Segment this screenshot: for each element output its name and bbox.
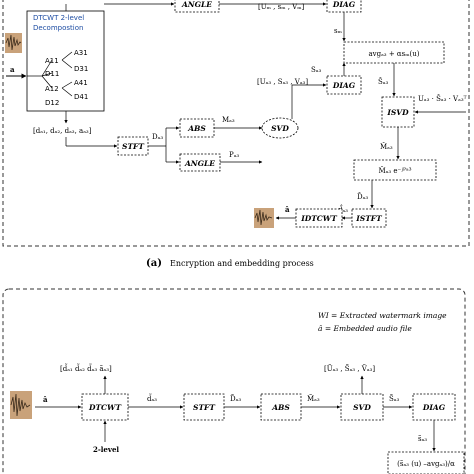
panel-a-border <box>2 0 470 247</box>
b-label-svd-out: [Ũₐ₃ , S̃ₐ₃ , Ṽₐ₃] <box>324 364 375 373</box>
b-label-M-tilde-a3: M̃ₐ₃ <box>307 395 320 403</box>
audio-waveform-icon-input <box>5 33 22 53</box>
b-diag-label: DIAG <box>422 403 446 412</box>
dtcwt-title: DTCWT 2-level <box>33 14 84 22</box>
label-s-a3-top: Sₐ₃ <box>311 66 321 74</box>
m-hat-exp-label: M̂ₐ₃ e⁻ʲᴾᵃ³ <box>378 167 411 175</box>
b-abs-label: ABS <box>271 403 290 412</box>
avg-formula-block <box>343 41 445 64</box>
input-label-a-hat: â <box>43 395 48 404</box>
diag-mid-block <box>326 75 362 95</box>
label-d-list: [dₐ₁, dₐ₂, dₐ₃, aₐ₃] <box>33 127 92 135</box>
b-label-D-tilde-a3: D̃ₐ₃ <box>230 395 241 403</box>
b-formula: (s̃ₐ₃ (u) –avgₐ₃)/α <box>397 459 455 468</box>
svd-label: SVD <box>271 124 289 133</box>
b-label-d-tilde-list: [d̃ₐ₁ d̃ₐ₂ d̃ₐ₃ ãₐ₃] <box>60 362 112 373</box>
b-dtcwt-label: DTCWT <box>88 403 122 412</box>
label-m-a3: Mₐ₃ <box>222 116 235 124</box>
panel-b: WI = Extracted watermark image â = Embed… <box>2 288 466 474</box>
b-stft-label: STFT <box>193 403 216 412</box>
tree-a11: A11 <box>45 57 59 65</box>
audio-waveform-icon-embedded <box>10 391 32 419</box>
b-label-d-tilde-a3: d̃ₐ₃ <box>147 392 157 403</box>
b-label-S-tilde: S̃ₐ₃ <box>389 395 399 403</box>
label-d-hat: d̂ₐ₃ <box>338 203 348 214</box>
decomposition-tree <box>27 51 73 97</box>
label-s-hat-a3: Ŝₐ₃ <box>378 77 388 86</box>
abs-label: ABS <box>187 124 206 133</box>
label-s-m: sₘ <box>334 27 343 35</box>
tree-a12: A12 <box>45 85 59 93</box>
label-m-hat: M̂ₐ₃ <box>380 143 393 151</box>
dtcwt-subtitle: Decompostion <box>33 24 83 32</box>
b-abs-block <box>260 393 302 421</box>
stft-label: STFT <box>122 142 145 151</box>
angle-bottom-block <box>179 153 221 172</box>
dtcwt-decomposition-box <box>26 10 105 112</box>
input-label-a: a <box>10 65 15 74</box>
label-usv-mid: [Uₐ₃ , Sₐ₃ , Vₐ₃] <box>257 78 308 86</box>
b-label-two-level: 2-level <box>93 445 119 454</box>
angle-top-label: ANGLE <box>181 0 212 9</box>
m-hat-exp-block <box>353 159 437 181</box>
audio-waveform-icon-output <box>254 208 274 228</box>
label-a-hat: â <box>285 205 290 214</box>
label-d-a3: Dₐ₃ <box>152 133 163 141</box>
b-formula-block <box>387 451 465 474</box>
istft-label: ISTFT <box>355 214 383 223</box>
label-p-a3: Pₐ₃ <box>229 151 239 159</box>
panel-a: a DTCWT 2-level Decompostion A11 D11 A12… <box>2 0 470 269</box>
panel-b-border <box>2 288 466 474</box>
caption-a-text: Encryption and embedding process <box>170 259 314 268</box>
tree-d11: D11 <box>45 70 59 78</box>
b-dtcwt-block <box>81 393 129 421</box>
tree-d31: D31 <box>74 65 88 73</box>
label-usv-top: [Uₘ , sₘ , Vₘ] <box>258 3 305 11</box>
tree-d12: D12 <box>45 99 59 107</box>
b-svd-label: SVD <box>353 403 371 412</box>
avg-formula: avgₐ₃ + αsₘ(u) <box>368 50 419 58</box>
caption-a-letter: (a) <box>146 258 162 269</box>
label-isvd-in: Uₐ₃ · Ŝₐ₃ · Vₐ₃ᵀ <box>418 94 467 103</box>
angle-bottom-label: ANGLE <box>184 159 215 168</box>
b-stft-block <box>183 393 225 421</box>
b-label-s-tilde: s̃ₐ₃ <box>418 434 427 443</box>
diag-mid-label: DIAG <box>332 81 356 90</box>
tree-a31: A31 <box>74 49 88 57</box>
tree-a41: A41 <box>74 79 88 87</box>
legend-wi: WI = Extracted watermark image <box>318 311 447 320</box>
isvd-label: ISVD <box>386 108 409 117</box>
tree-d41: D41 <box>74 93 88 101</box>
legend-a-hat: â = Embedded audio file <box>318 324 412 333</box>
angle-top-block <box>174 0 220 13</box>
svd-block <box>261 117 299 139</box>
idtcwt-label: IDTCWT <box>300 214 338 223</box>
label-d-hat-cap: D̂ₐ₃ <box>357 193 368 201</box>
diag-top-label: DIAG <box>332 0 356 9</box>
